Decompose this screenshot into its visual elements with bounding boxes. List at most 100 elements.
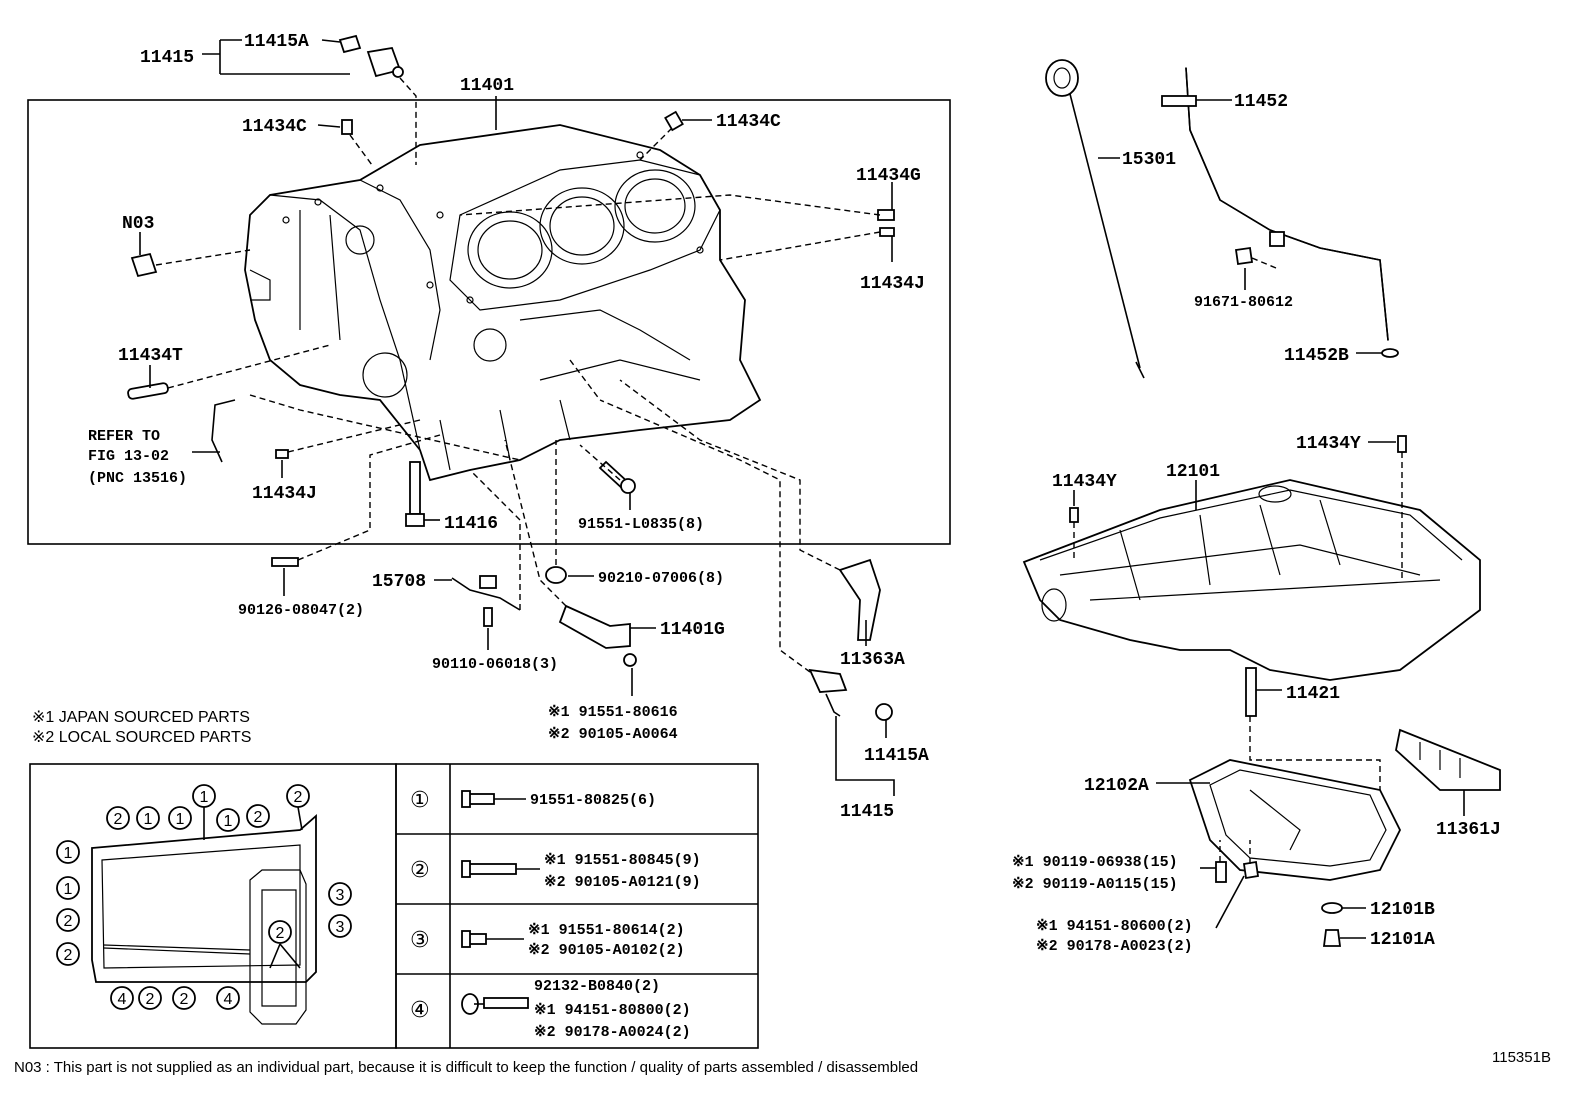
legend-row4-line3: ※2 90178-A0024(2) <box>534 1024 691 1041</box>
legend-marker-3: ③ <box>410 927 430 952</box>
legend-row1-line1: 91551-80825(6) <box>530 792 656 809</box>
note-local: ※2 LOCAL SOURCED PARTS <box>32 729 251 746</box>
label-90119-A0115: ※2 90119-A0115(15) <box>1012 876 1178 893</box>
legend-marker-1: ① <box>410 787 430 812</box>
label-11434J-left: 11434J <box>252 484 317 504</box>
legend-marker-2: ② <box>410 857 430 882</box>
label-11434C-left: 11434C <box>242 117 307 137</box>
bolt-marker-left-col-3-circle <box>56 942 80 966</box>
label-refer-1: REFER TO <box>88 428 160 445</box>
label-11434J-right: 11434J <box>860 274 925 294</box>
legend-row2-line1: ※1 91551-80845(9) <box>544 852 701 869</box>
legend-table-grid <box>396 764 758 1048</box>
label-91551-L0835: 91551-L0835(8) <box>578 516 704 533</box>
bolt-marker-bottom-row-2: 2 <box>180 991 189 1008</box>
bolt-marker-top-row-0-circle <box>106 806 130 830</box>
label-11452B: 11452B <box>1284 346 1349 366</box>
label-refer-2: FIG 13-02 <box>88 448 169 465</box>
label-11434T: 11434T <box>118 346 183 366</box>
bolt-marker-right-col-1-circle <box>328 914 352 938</box>
bolt-marker-left-col-0-circle <box>56 840 80 864</box>
bolt-marker-top-row-5-circle <box>246 804 270 828</box>
bolt-marker-top-row-6: 2 <box>294 789 303 806</box>
legend-row3-line2: ※2 90105-A0102(2) <box>528 942 685 959</box>
label-15708: 15708 <box>372 572 426 592</box>
label-90210: 90210-07006(8) <box>598 570 724 587</box>
footer-n03-note: N03 : This part is not supplied as an in… <box>14 1059 918 1076</box>
bolt-marker-bottom-row-3-circle <box>216 986 240 1010</box>
bolt-marker-center-circle <box>268 920 292 944</box>
bolt-marker-left-col-1-circle <box>56 876 80 900</box>
assembly-lines-pan <box>1073 452 1403 864</box>
label-11434Y-left: 11434Y <box>1052 472 1117 492</box>
bolt-marker-left-col-2-circle <box>56 908 80 932</box>
bolt-marker-left-col-2: 2 <box>64 913 73 930</box>
bolt-marker-top-row-0: 2 <box>114 811 123 828</box>
bolt-marker-bottom-row-0: 4 <box>118 991 127 1008</box>
bolt-marker-right-col-0-circle <box>328 882 352 906</box>
label-11361J: 11361J <box>1436 820 1501 840</box>
figure-id: 115351B <box>1492 1049 1551 1066</box>
note-japan: ※1 JAPAN SOURCED PARTS <box>32 709 250 726</box>
bolt-marker-bottom-row-0-circle <box>110 986 134 1010</box>
small-parts-block <box>127 34 895 721</box>
assembly-lines-block <box>155 77 881 673</box>
label-11363A: 11363A <box>840 650 905 670</box>
part-labels: 11415 11415A 11401 11434C 11434C 11434G … <box>88 32 1501 955</box>
cylinder-block-frame <box>27 99 951 545</box>
bolt-marker-bottom-row-1: 2 <box>146 991 155 1008</box>
label-12101B: 12101B <box>1370 900 1435 920</box>
label-12101: 12101 <box>1166 462 1220 482</box>
bolt-marker-top-row-3: 1 <box>200 789 209 806</box>
label-91671: 91671-80612 <box>1194 294 1293 311</box>
leader-lines-block <box>139 39 895 796</box>
label-11421: 11421 <box>1286 684 1340 704</box>
bolt-marker-bottom-row-3: 4 <box>224 991 233 1008</box>
label-11415-bottom: 11415 <box>840 802 894 822</box>
bolt-map-illustration <box>91 814 317 1025</box>
label-12101A: 12101A <box>1370 930 1435 950</box>
bolt-marker-top-row-5: 2 <box>254 809 263 826</box>
label-refer-3: (PNC 13516) <box>88 470 187 487</box>
label-11452: 11452 <box>1234 92 1288 112</box>
dipstick-illustration <box>1045 59 1399 379</box>
label-11434G: 11434G <box>856 166 921 186</box>
label-90126: 90126-08047(2) <box>238 602 364 619</box>
label-15301: 15301 <box>1122 150 1176 170</box>
label-N03: N03 <box>122 214 154 234</box>
bolt-marker-right-col-1: 3 <box>336 919 345 936</box>
legend-bolt-icons <box>461 790 540 1015</box>
legend-row4-line1: 92132-B0840(2) <box>534 978 660 995</box>
label-90110: 90110-06018(3) <box>432 656 558 673</box>
label-11434Y-right: 11434Y <box>1296 434 1361 454</box>
bolt-marker-left-col-3: 2 <box>64 947 73 964</box>
bolt-marker-top-row-1: 1 <box>144 811 153 828</box>
bolt-marker-left-col-0: 1 <box>64 845 73 862</box>
label-11401: 11401 <box>460 76 514 96</box>
cylinder-block-illustration <box>244 124 762 482</box>
bolt-marker-top-row-4-circle <box>216 808 240 832</box>
label-11434C-right: 11434C <box>716 112 781 132</box>
bolt-marker-top-row-2-circle <box>168 806 192 830</box>
label-90119-06938: ※1 90119-06938(15) <box>1012 854 1178 871</box>
label-11415A-bottom: 11415A <box>864 746 929 766</box>
leader-lines-pan <box>1073 441 1465 939</box>
bolt-marker-leader-2 <box>297 806 303 831</box>
legend-table-frame <box>395 763 759 1049</box>
bolt-marker-bottom-row-2-circle <box>172 986 196 1010</box>
label-90178-A0023: ※2 90178-A0023(2) <box>1036 938 1193 955</box>
bolt-marker-top-row-4: 1 <box>224 813 233 830</box>
label-12102A: 12102A <box>1084 776 1149 796</box>
label-11415A-top: 11415A <box>244 32 309 52</box>
bolt-marker-top-row-2: 1 <box>176 811 185 828</box>
legend-marker-4: ④ <box>410 997 430 1022</box>
label-11415-top: 11415 <box>140 48 194 68</box>
bolt-marker-left-col-1: 1 <box>64 881 73 898</box>
label-94151-80600: ※1 94151-80600(2) <box>1036 918 1193 935</box>
label-90105-A0064: ※2 90105-A0064 <box>548 726 678 743</box>
legend-row3-line1: ※1 91551-80614(2) <box>528 922 685 939</box>
leader-lines-dipstick <box>1098 99 1382 354</box>
source-notes: ※1 JAPAN SOURCED PARTS ※2 LOCAL SOURCED … <box>32 709 251 746</box>
